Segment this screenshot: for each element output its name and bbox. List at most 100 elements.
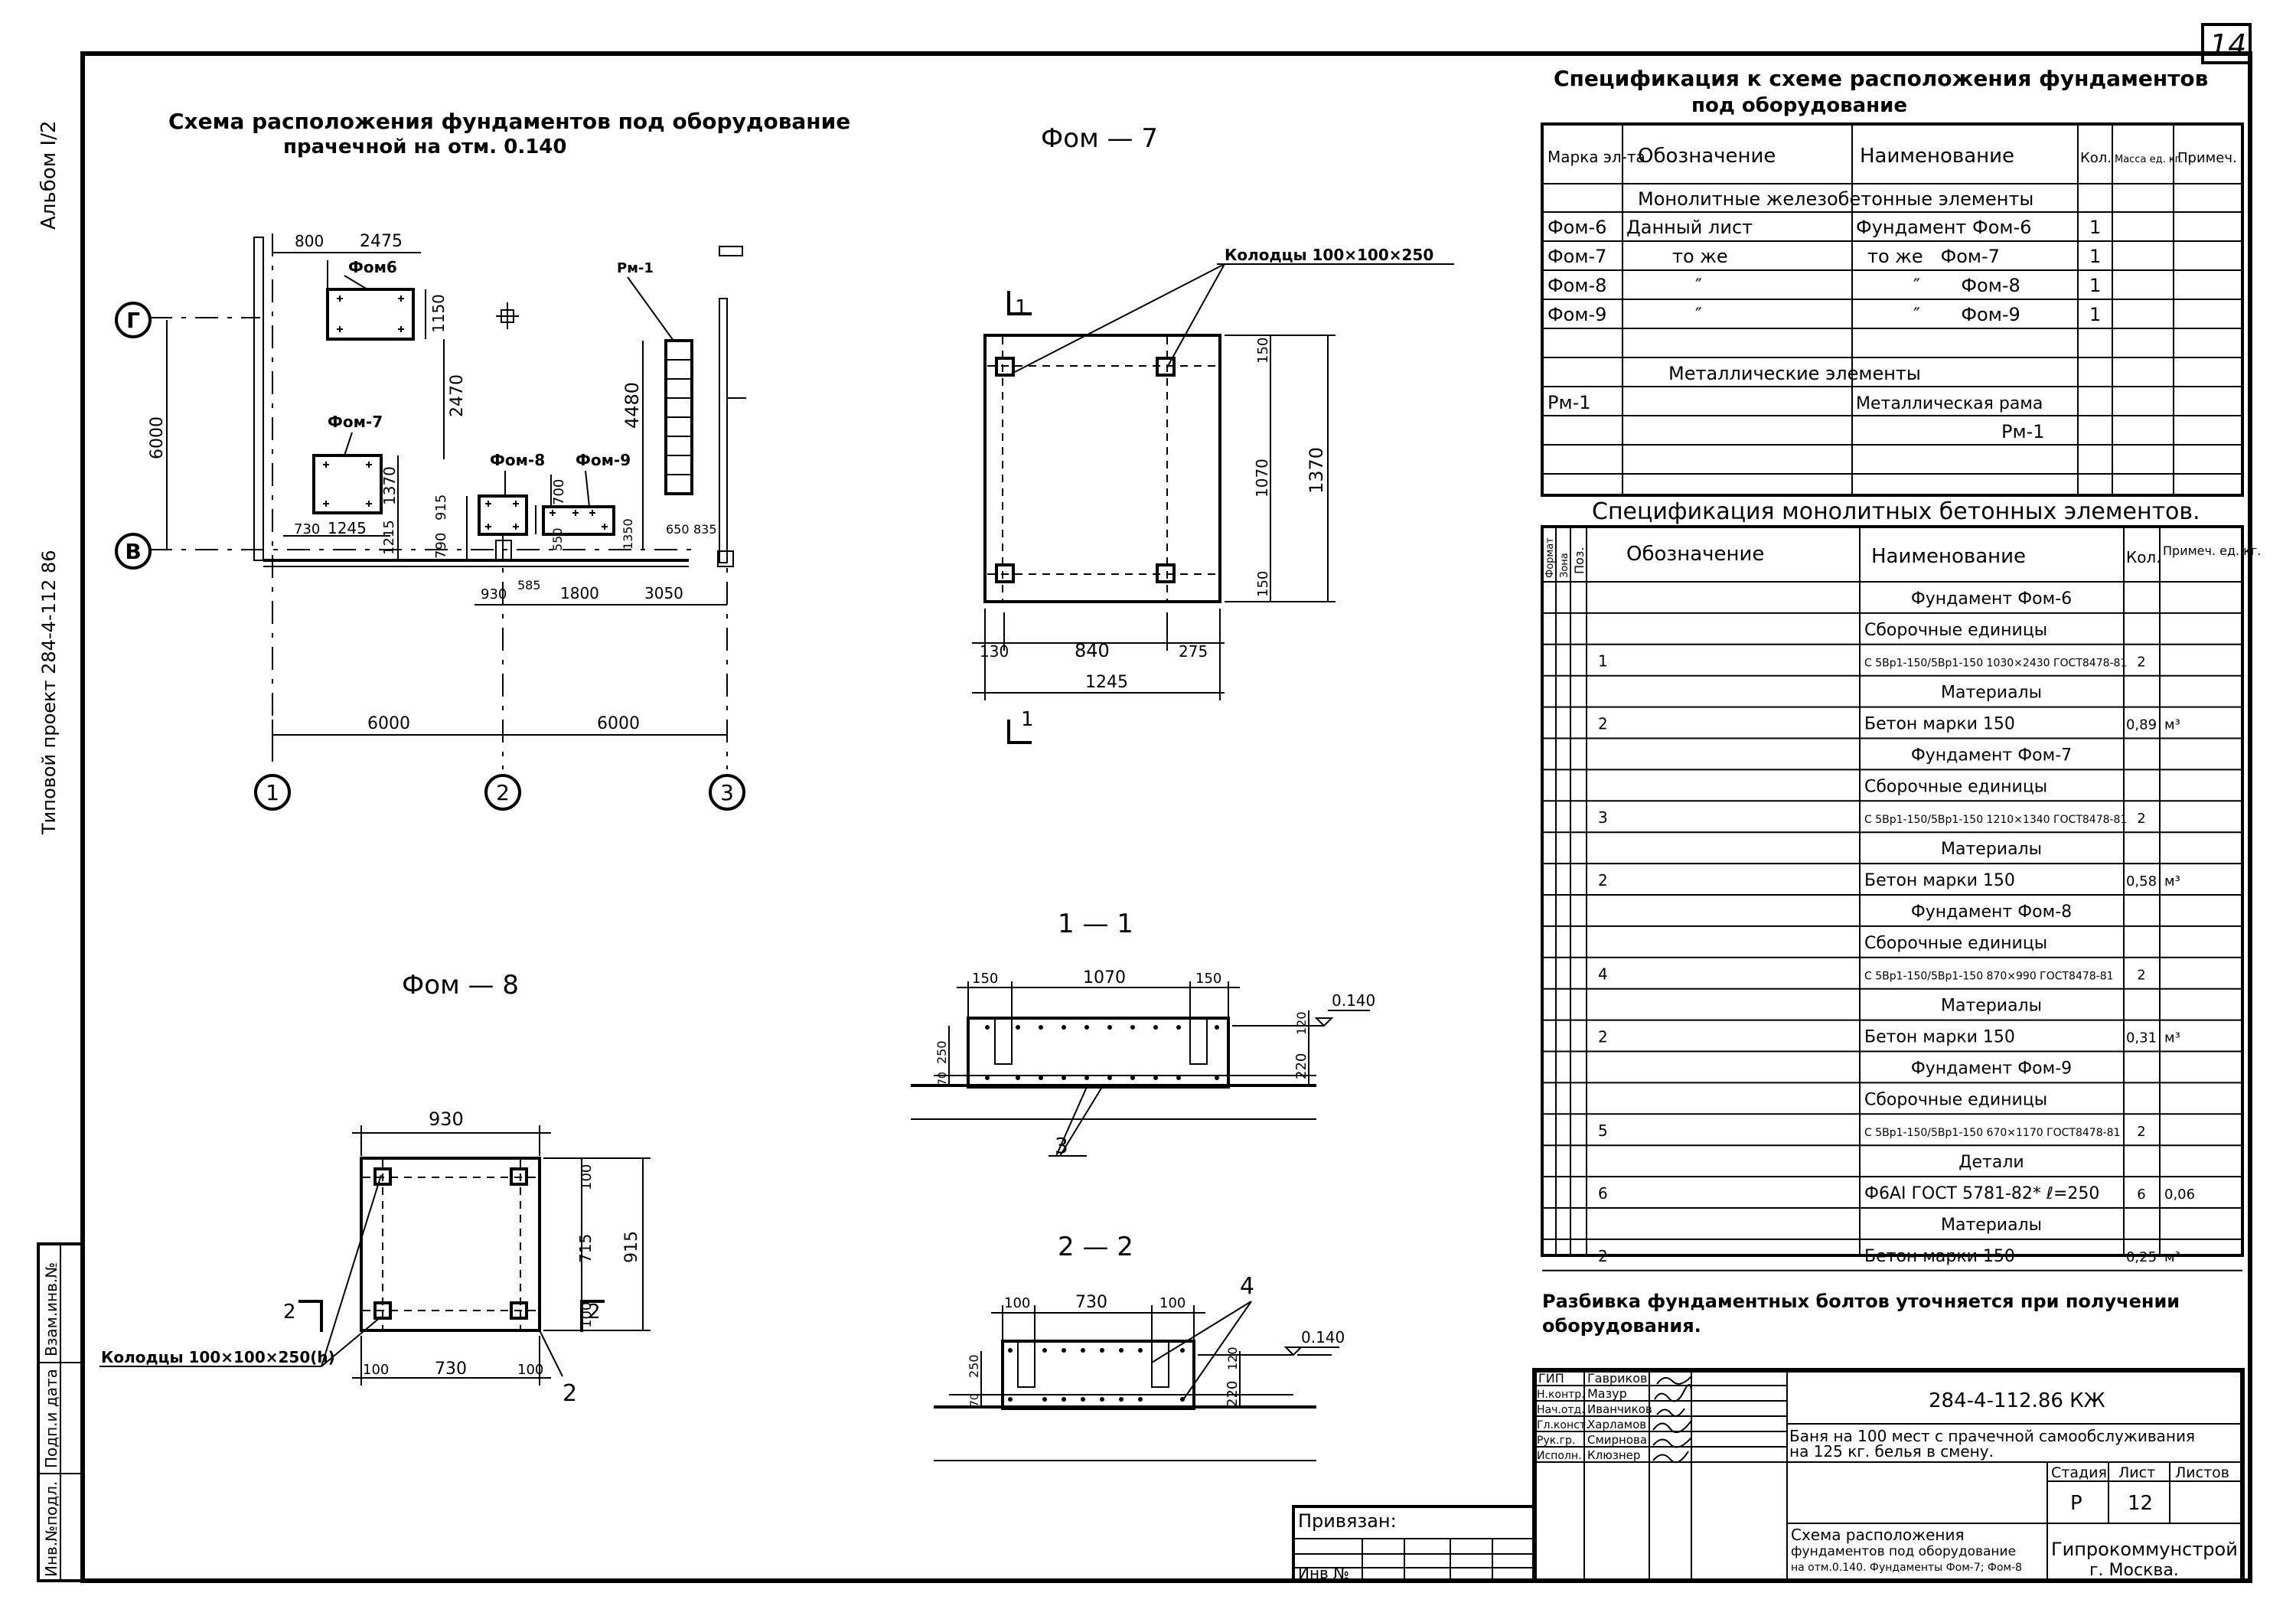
spec2-head-designation: Обозначение bbox=[1626, 543, 1764, 566]
dim-585: 585 bbox=[517, 578, 541, 592]
section11-dim-120: 120 bbox=[1294, 1011, 1309, 1035]
spec2-row-name: С 5Вр1-150/5Вр1-150 670×1170 ГОСТ8478-81 bbox=[1864, 1127, 2120, 1139]
page-number-box bbox=[2201, 23, 2252, 64]
dim-4480: 4480 bbox=[621, 382, 643, 429]
tb-role-6: Исполн. bbox=[1537, 1450, 1581, 1462]
section-2-2: 2 — 2 4 0.140 100 730 100 120 bbox=[934, 1232, 1345, 1461]
fom8-well-tr bbox=[510, 1167, 528, 1186]
spec2-row-qty: 0,31 bbox=[2126, 1030, 2157, 1046]
section11-dim-250: 250 bbox=[934, 1040, 949, 1064]
axis-label-v: В bbox=[125, 539, 141, 564]
sheet-frame bbox=[80, 51, 2252, 1583]
spec1-row1-mark: Фом-6 bbox=[1548, 217, 1606, 238]
fom7-well-bl bbox=[995, 563, 1015, 583]
spec2-row-pos: 5 bbox=[1598, 1121, 1608, 1140]
spec2-row-qty: 6 bbox=[2137, 1187, 2145, 1203]
spec1-head-mark: Марка эл-та bbox=[1548, 148, 1645, 166]
tb-name-6: Клюзнер bbox=[1587, 1448, 1640, 1462]
dim-1370: 1370 bbox=[380, 466, 399, 505]
section11-dim-150b: 150 bbox=[1195, 971, 1221, 987]
section22-dim-730: 730 bbox=[1075, 1293, 1107, 1312]
spec2-row-name: Сборочные единицы bbox=[1864, 621, 2047, 640]
section11-dim-220: 220 bbox=[1293, 1053, 1309, 1079]
spec2-title: Спецификация монолитных бетонных элемент… bbox=[1592, 498, 2200, 525]
dim-730a: 730 bbox=[294, 521, 320, 537]
spec2-head-qty: Кол. bbox=[2126, 548, 2161, 566]
spec2-row-name: Сборочные единицы bbox=[1864, 1090, 2047, 1109]
dim-1350: 1350 bbox=[621, 518, 635, 550]
tb-object-2: на 125 кг. белья в смену. bbox=[1789, 1442, 1994, 1461]
spec1-row2-mark: Фом-7 bbox=[1548, 246, 1606, 267]
spec1-rm-mark: Рм-1 bbox=[1548, 392, 1591, 413]
note-line-1: Разбивка фундаментных болтов уточняется … bbox=[1542, 1291, 2180, 1312]
axis-marker-1 bbox=[254, 774, 291, 811]
spec2-row-name: Сборочные единицы bbox=[1864, 934, 2047, 953]
tb-role-5: Рук.гр. bbox=[1537, 1435, 1575, 1447]
fom7-plan bbox=[312, 454, 383, 514]
fom8-outline bbox=[360, 1157, 541, 1332]
fom7-dim-1245: 1245 bbox=[1085, 673, 1128, 692]
axis-label-g: Г bbox=[126, 308, 140, 333]
spec1-row3-qty: 1 bbox=[2089, 275, 2101, 296]
side-stamp: Инв.№подл. Подп.и дата Взам.инв.№ bbox=[37, 1242, 84, 1582]
tb-sheet-no: 12 bbox=[2128, 1492, 2153, 1515]
fom7-plan-label: Фом-7 bbox=[328, 413, 383, 431]
section11-level: 0.140 bbox=[1332, 991, 1375, 1010]
spec2-row-pos: 1 bbox=[1598, 652, 1608, 671]
axis-marker-3 bbox=[709, 774, 745, 811]
spec2-row-name: Бетон марки 150 bbox=[1864, 715, 2015, 734]
fom8-dim-715: 715 bbox=[576, 1234, 595, 1263]
spec2-row-qty: 2 bbox=[2137, 1124, 2145, 1140]
spec2-row-note: м³ bbox=[2164, 873, 2180, 890]
fom8-dim-100c: 100 bbox=[363, 1362, 389, 1378]
dim-1800: 1800 bbox=[560, 584, 599, 602]
spec1-rm-name2: Рм-1 bbox=[2001, 421, 2045, 442]
spec2-row-name: Бетон марки 150 bbox=[1864, 871, 2015, 890]
dim-790: 790 bbox=[433, 533, 449, 559]
spec2-row-pos: 2 bbox=[1598, 871, 1608, 890]
spec1-row4-desig: ″ bbox=[1695, 304, 1702, 325]
spec1-row2-desig: то же bbox=[1672, 246, 1728, 267]
fom8-well-bl bbox=[373, 1301, 392, 1320]
column-2 bbox=[495, 540, 512, 561]
dim-6000v: 6000 bbox=[148, 416, 167, 459]
title-block: ГИП Н.контр. Нач.отд. Гл.конст. Рук.гр. … bbox=[1292, 1368, 2245, 1583]
section22-dim-250: 250 bbox=[967, 1354, 981, 1378]
spec2-row-name: С 5Вр1-150/5Вр1-150 1210×1340 ГОСТ8478-8… bbox=[1864, 814, 2127, 826]
tb-sheets-label: Листов bbox=[2175, 1464, 2229, 1481]
plan-title-1: Схема расположения фундаментов под обору… bbox=[168, 109, 850, 134]
section-1-1: 1 — 1 3 0.140 150 1070 150 120 bbox=[911, 909, 1375, 1158]
fom8-cut-right: 2 bbox=[588, 1301, 601, 1324]
fom7-wells-label: Колодцы 100×100×250 bbox=[1225, 246, 1433, 264]
section22-level: 0.140 bbox=[1301, 1328, 1345, 1346]
spec1-head-qty: Кол. bbox=[2080, 150, 2112, 166]
section11-rebar-dots bbox=[985, 1025, 1219, 1080]
fom7-dim-1370: 1370 bbox=[1306, 447, 1327, 494]
spec2-row-name: Бетон марки 150 bbox=[1864, 1247, 2015, 1266]
fom8-well-tl bbox=[373, 1167, 392, 1186]
spec2-row-name: Материалы bbox=[1941, 684, 2042, 703]
spec1-row1-name: Фундамент Фом-6 bbox=[1856, 217, 2031, 238]
section22-title: 2 — 2 bbox=[1058, 1232, 1133, 1262]
section11-dim-1070: 1070 bbox=[1083, 968, 1126, 987]
fom8-callout-2: 2 bbox=[563, 1380, 577, 1407]
spec2-row-note: м³ bbox=[2164, 717, 2180, 733]
section22-dim-220: 220 bbox=[1225, 1381, 1241, 1407]
spec2-row-name: Бетон марки 150 bbox=[1864, 1028, 2015, 1047]
fom8-dim-930: 930 bbox=[429, 1108, 464, 1130]
spec2-row-pos: 6 bbox=[1598, 1184, 1608, 1203]
anchor-crosses bbox=[323, 295, 608, 530]
tb-role-2: Н.контр. bbox=[1537, 1389, 1585, 1401]
spec1-row3-name: ″ Фом-8 bbox=[1913, 275, 2020, 296]
axis-marker-2 bbox=[484, 774, 521, 811]
spec1-row3-mark: Фом-8 bbox=[1548, 275, 1606, 296]
fom7-dim-150a: 150 bbox=[1255, 338, 1271, 364]
tb-object-1: Баня на 100 мест с прачечной самообслужи… bbox=[1789, 1427, 2195, 1445]
rm1-label: Рм-1 bbox=[617, 260, 654, 276]
fom8-dim-915: 915 bbox=[622, 1231, 641, 1263]
spec2-row-name: Фундамент Фом-6 bbox=[1911, 589, 2072, 609]
section22-dim-120: 120 bbox=[1225, 1346, 1240, 1370]
spec1-group1: Монолитные железобетонные элементы bbox=[1638, 188, 2033, 210]
fom8-wells-label: Колодцы 100×100×250(h) bbox=[101, 1348, 335, 1366]
